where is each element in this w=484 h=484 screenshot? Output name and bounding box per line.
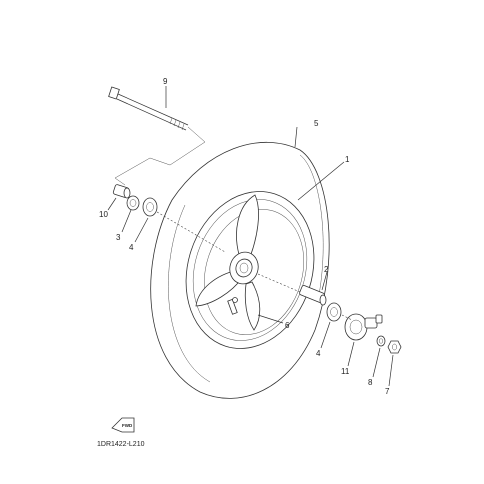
fwd-label: FWD — [122, 423, 133, 428]
nut — [387, 340, 402, 354]
callout-4a: 4 — [129, 243, 134, 252]
oil-seal — [126, 195, 140, 211]
washer — [376, 335, 386, 347]
meter-gear — [344, 313, 383, 341]
callout-11: 11 — [341, 367, 350, 376]
callout-7: 7 — [385, 387, 390, 396]
bearing-left — [142, 197, 158, 217]
callout-3: 3 — [116, 233, 121, 242]
callout-6: 6 — [285, 321, 290, 330]
callout-8: 8 — [368, 378, 373, 387]
callout-10: 10 — [99, 210, 108, 219]
callout-9: 9 — [163, 77, 168, 86]
bearing-right — [326, 302, 342, 322]
callout-2: 2 — [324, 265, 329, 274]
rim — [185, 191, 315, 349]
callout-1: 1 — [345, 155, 350, 164]
fwd-arrow-icon: FWD — [111, 417, 135, 433]
drawing-code: 1DR1422-L210 — [97, 441, 145, 448]
collar-left — [112, 184, 131, 199]
valve-stem — [227, 297, 238, 315]
spacer — [299, 285, 327, 306]
axle-bolt — [108, 86, 189, 131]
callout-5: 5 — [314, 119, 319, 128]
callout-4b: 4 — [316, 349, 321, 358]
